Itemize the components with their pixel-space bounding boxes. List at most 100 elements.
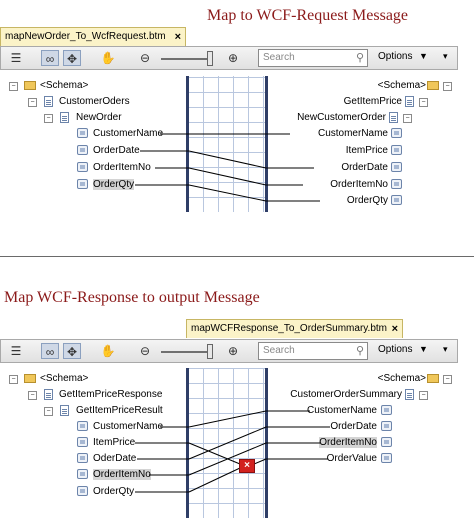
field-icon — [77, 437, 88, 447]
collapse-icon[interactable]: − — [28, 391, 37, 400]
link-orderitemno — [188, 167, 267, 186]
field-icon — [381, 421, 392, 431]
zoom-slider[interactable] — [161, 351, 213, 353]
field-icon — [77, 421, 88, 431]
source-field-orderitemno[interactable]: OrderItemNo — [93, 469, 151, 480]
top-map-caption: Map to WCF-Request Message — [207, 7, 409, 24]
dropdown-arrow-icon[interactable]: ▾ — [443, 51, 448, 61]
search-input[interactable]: Search ⚲ — [258, 49, 368, 67]
zoom-slider[interactable] — [161, 58, 213, 60]
source-subrecord[interactable]: GetItemPriceResult — [76, 405, 163, 416]
target-field-itemprice[interactable]: ItemPrice — [345, 145, 388, 156]
source-field-orderitemno[interactable]: OrderItemNo — [93, 162, 151, 173]
collapse-icon[interactable]: − — [44, 114, 53, 123]
map-grid[interactable] — [186, 76, 268, 212]
field-icon — [77, 469, 88, 479]
chevron-down-icon[interactable]: ▼ — [419, 344, 428, 354]
target-field-ordervalue[interactable]: OrderValue — [326, 453, 377, 464]
search-icon[interactable]: ⚲ — [355, 345, 364, 357]
pan-hand-icon[interactable]: ✋ — [100, 51, 116, 65]
dropdown-arrow-icon[interactable]: ▾ — [443, 344, 448, 354]
link-orderdate — [188, 150, 267, 169]
bottom-map-tab[interactable]: mapWCFResponse_To_OrderSummary.btm × — [186, 319, 403, 338]
bottom-map-toolbar: ☰ ∞ ✥ ✋ ⊖ ⊕ Search ⚲ Options ▼ ▾ — [0, 339, 458, 363]
target-subrecord[interactable]: NewCustomerOrder — [297, 112, 386, 123]
target-field-customername[interactable]: CustomerName — [317, 128, 388, 139]
zoom-slider-thumb[interactable] — [207, 51, 213, 66]
source-field-orderqty[interactable]: OrderQty — [93, 179, 135, 190]
collapse-icon[interactable]: − — [9, 82, 18, 91]
link-oderdate — [188, 426, 267, 460]
collapse-icon[interactable]: − — [419, 391, 428, 400]
field-icon — [77, 128, 88, 138]
options-menu[interactable]: Options — [378, 344, 413, 355]
relevance-icon[interactable]: ✥ — [63, 343, 81, 359]
relevance-icon[interactable]: ✥ — [63, 50, 81, 66]
top-map-tab[interactable]: mapNewOrder_To_WcfRequest.btm × — [0, 27, 186, 46]
field-icon — [77, 145, 88, 155]
field-icon — [77, 486, 88, 496]
source-field-customername[interactable]: CustomerName — [93, 421, 164, 432]
collapse-icon[interactable]: − — [419, 98, 428, 107]
zoom-out-icon[interactable]: ⊖ — [139, 51, 151, 65]
close-icon[interactable]: × — [391, 323, 398, 335]
search-icon[interactable]: ⚲ — [355, 52, 364, 64]
functoid-error-icon[interactable]: × — [239, 459, 255, 473]
target-field-orderdate[interactable]: OrderDate — [330, 421, 377, 432]
source-schema-root[interactable]: <Schema> — [40, 373, 89, 384]
field-icon — [77, 179, 88, 189]
link-functoid-ordervalue — [253, 458, 267, 465]
tree-view-icon[interactable]: ☰ — [10, 344, 22, 358]
field-icon — [381, 453, 392, 463]
field-icon — [391, 179, 402, 189]
source-subrecord[interactable]: NewOrder — [76, 112, 122, 123]
source-field-orderqty[interactable]: OrderQty — [93, 486, 135, 497]
collapse-icon[interactable]: − — [44, 407, 53, 416]
tree-view-icon[interactable]: ☰ — [10, 51, 22, 65]
field-icon — [381, 437, 392, 447]
link-icon[interactable]: ∞ — [41, 50, 59, 66]
collapse-icon[interactable]: − — [443, 375, 452, 384]
target-field-orderitemno[interactable]: OrderItemNo — [330, 179, 388, 190]
target-field-orderitemno[interactable]: OrderItemNo — [319, 437, 377, 448]
search-input[interactable]: Search ⚲ — [258, 342, 368, 360]
field-icon — [391, 128, 402, 138]
target-schema-root[interactable]: <Schema> — [377, 80, 426, 91]
target-field-orderqty[interactable]: OrderQty — [346, 195, 388, 206]
target-record[interactable]: CustomerOrderSummary — [290, 389, 402, 400]
zoom-in-icon[interactable]: ⊕ — [227, 344, 239, 358]
source-field-customername[interactable]: CustomerName — [93, 128, 164, 139]
folder-icon — [427, 374, 439, 383]
target-record[interactable]: GetItemPrice — [343, 96, 402, 107]
source-record[interactable]: GetItemPriceResponse — [59, 389, 163, 400]
source-field-oderdate[interactable]: OderDate — [93, 453, 137, 464]
target-field-customername[interactable]: CustomerName — [306, 405, 377, 416]
zoom-in-icon[interactable]: ⊕ — [227, 51, 239, 65]
record-icon — [405, 96, 414, 107]
target-field-orderdate[interactable]: OrderDate — [341, 162, 388, 173]
zoom-slider-thumb[interactable] — [207, 344, 213, 359]
pan-hand-icon[interactable]: ✋ — [100, 344, 116, 358]
record-icon — [44, 389, 53, 400]
collapse-icon[interactable]: − — [28, 98, 37, 107]
field-icon — [391, 162, 402, 172]
bottom-map-caption: Map WCF-Response to output Message — [4, 289, 260, 306]
collapse-icon[interactable]: − — [403, 114, 412, 123]
source-record[interactable]: CustomerOders — [59, 96, 130, 107]
folder-icon — [24, 374, 36, 383]
collapse-icon[interactable]: − — [443, 82, 452, 91]
collapse-icon[interactable]: − — [9, 375, 18, 384]
folder-icon — [427, 81, 439, 90]
source-schema-root[interactable]: <Schema> — [40, 80, 89, 91]
link-icon[interactable]: ∞ — [41, 343, 59, 359]
target-schema-root[interactable]: <Schema> — [377, 373, 426, 384]
tab-label: mapWCFResponse_To_OrderSummary.btm — [191, 323, 387, 334]
options-menu[interactable]: Options — [378, 51, 413, 62]
source-field-orderdate[interactable]: OrderDate — [93, 145, 140, 156]
link-customername — [188, 410, 267, 428]
source-field-itemprice[interactable]: ItemPrice — [93, 437, 136, 448]
zoom-out-icon[interactable]: ⊖ — [139, 344, 151, 358]
close-icon[interactable]: × — [174, 31, 181, 43]
chevron-down-icon[interactable]: ▼ — [419, 51, 428, 61]
